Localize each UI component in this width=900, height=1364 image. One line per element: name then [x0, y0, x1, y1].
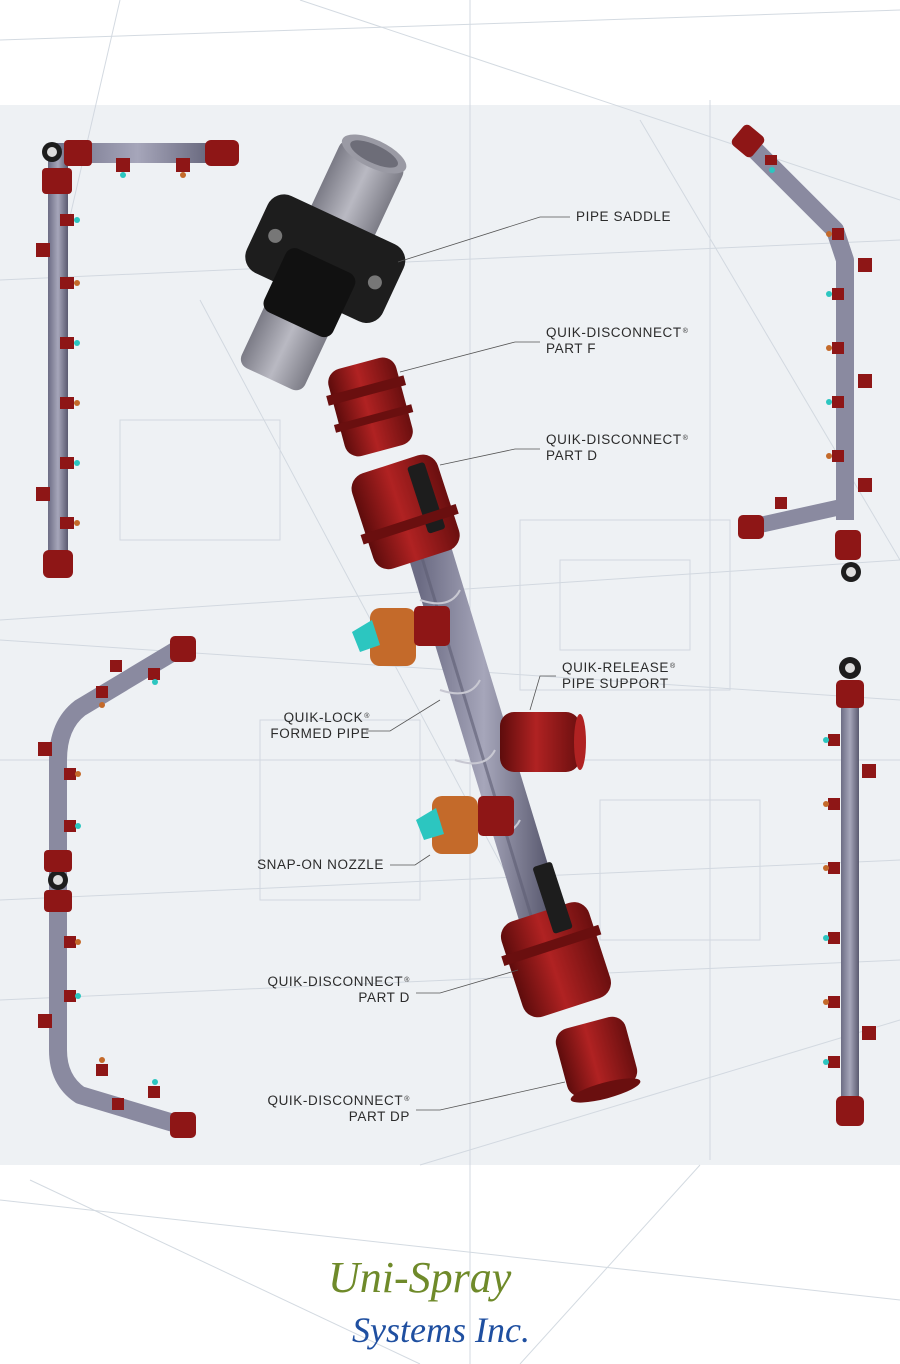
label-quik-disconnect-part-f: QUIK-DISCONNECT® PART F — [546, 325, 689, 357]
label-qd-part-f-line2: PART F — [546, 341, 597, 356]
boom-bottom-right — [823, 657, 876, 1126]
label-qd-part-d-top-line1: QUIK-DISCONNECT — [546, 432, 682, 447]
logo-line1: Uni-Spray — [328, 1253, 512, 1302]
label-qd-part-d-bottom-line1: QUIK-DISCONNECT — [267, 974, 404, 989]
label-pipe-saddle-text: PIPE SADDLE — [576, 209, 672, 224]
label-qd-part-d-bottom-line2: PART D — [358, 990, 410, 1005]
label-qd-part-f-line1: QUIK-DISCONNECT — [546, 325, 682, 340]
label-quik-lock-line1: QUIK-LOCK — [283, 710, 364, 725]
label-snap-on-nozzle-text: SNAP-ON NOZZLE — [257, 857, 384, 872]
quik-release-pipe-support-illustration — [500, 712, 586, 772]
label-quik-release-pipe-support: QUIK-RELEASE® PIPE SUPPORT — [562, 660, 676, 692]
label-quik-lock-formed-pipe: QUIK-LOCK® FORMED PIPE — [252, 710, 370, 742]
registered-mark: ® — [364, 713, 370, 720]
quik-disconnect-part-f-illustration — [326, 357, 414, 457]
label-quik-disconnect-part-d-top: QUIK-DISCONNECT® PART D — [546, 432, 689, 464]
registered-mark: ® — [682, 328, 689, 335]
label-quik-release-line1: QUIK-RELEASE — [562, 660, 669, 675]
boom-top-right — [731, 124, 872, 582]
registered-mark: ® — [404, 977, 410, 984]
registered-mark: ® — [669, 663, 676, 670]
uni-spray-logo: Uni-Spray Systems Inc. — [328, 1253, 530, 1350]
leader-lines — [366, 216, 570, 1111]
label-quik-disconnect-part-dp: QUIK-DISCONNECT® PART DP — [246, 1093, 410, 1125]
boom-top-left — [36, 140, 239, 578]
label-quik-disconnect-part-d-bottom: QUIK-DISCONNECT® PART D — [246, 974, 410, 1006]
label-qd-part-dp-line1: QUIK-DISCONNECT — [267, 1093, 404, 1108]
label-qd-part-d-top-line2: PART D — [546, 448, 598, 463]
registered-mark: ® — [682, 435, 689, 442]
label-quik-release-line2: PIPE SUPPORT — [562, 676, 669, 691]
label-pipe-saddle: PIPE SADDLE — [576, 209, 671, 225]
snap-on-nozzle-illustration — [352, 606, 514, 854]
label-snap-on-nozzle: SNAP-ON NOZZLE — [238, 857, 384, 873]
quik-disconnect-part-d-top-illustration — [351, 454, 460, 570]
quik-disconnect-part-d-bottom-illustration — [500, 862, 611, 1018]
boom-bottom-left — [38, 636, 196, 1138]
registered-mark: ® — [404, 1096, 410, 1103]
logo-line2: Systems Inc. — [352, 1310, 530, 1350]
label-qd-part-dp-line2: PART DP — [348, 1109, 410, 1124]
quik-disconnect-part-dp-illustration — [555, 1016, 641, 1103]
pipe-saddle-illustration — [240, 134, 407, 391]
label-quik-lock-line2: FORMED PIPE — [270, 726, 370, 741]
